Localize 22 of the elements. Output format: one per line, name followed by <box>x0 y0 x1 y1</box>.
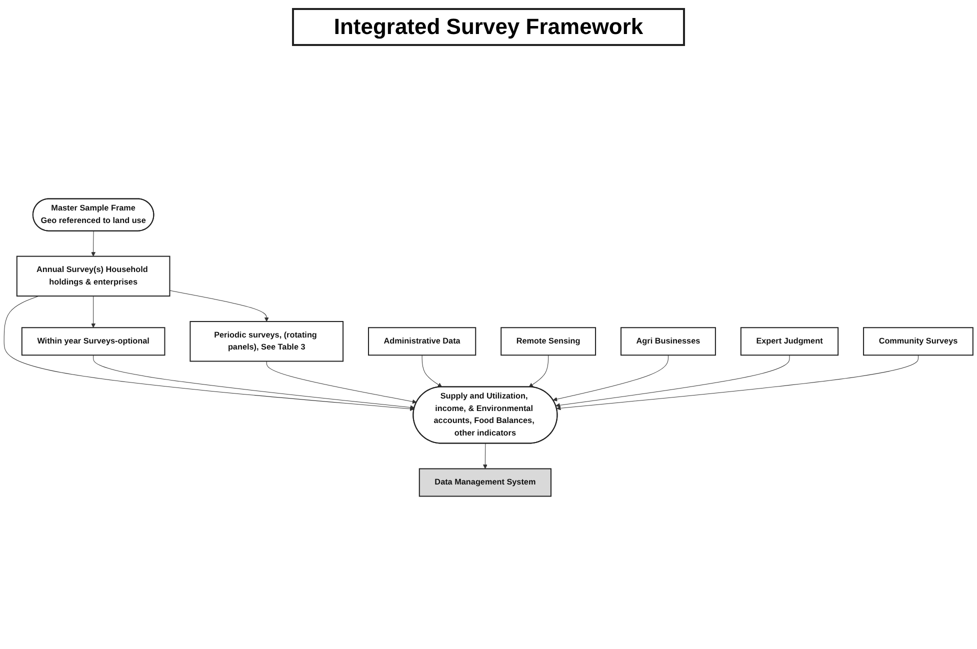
node-box: Periodic surveys, (rotating panels), See Table 3 <box>190 321 344 362</box>
arrow <box>169 290 269 322</box>
arrow <box>556 354 790 408</box>
node-box: Community Surveys <box>863 327 974 356</box>
node-box: Data Management System <box>418 468 552 497</box>
arrow <box>4 296 414 412</box>
node-box: Annual Survey(s) Household holdings & enterprises <box>16 256 170 297</box>
node-box: Remote Sensing <box>500 327 596 356</box>
arrow <box>91 296 96 328</box>
title: Integrated Survey Framework <box>292 8 686 46</box>
node-box: Agri Businesses <box>620 327 716 356</box>
arrow <box>482 443 488 469</box>
arrow <box>556 354 918 410</box>
arrow <box>422 354 442 388</box>
arrow <box>91 230 96 257</box>
arrow <box>266 361 417 404</box>
arrow <box>93 354 415 410</box>
node-box: Expert Judgment <box>740 327 839 356</box>
arrow <box>552 354 668 402</box>
node-box: Within year Surveys-optional <box>21 327 166 356</box>
arrow <box>528 354 549 388</box>
node-box: Administrative Data <box>368 327 476 356</box>
